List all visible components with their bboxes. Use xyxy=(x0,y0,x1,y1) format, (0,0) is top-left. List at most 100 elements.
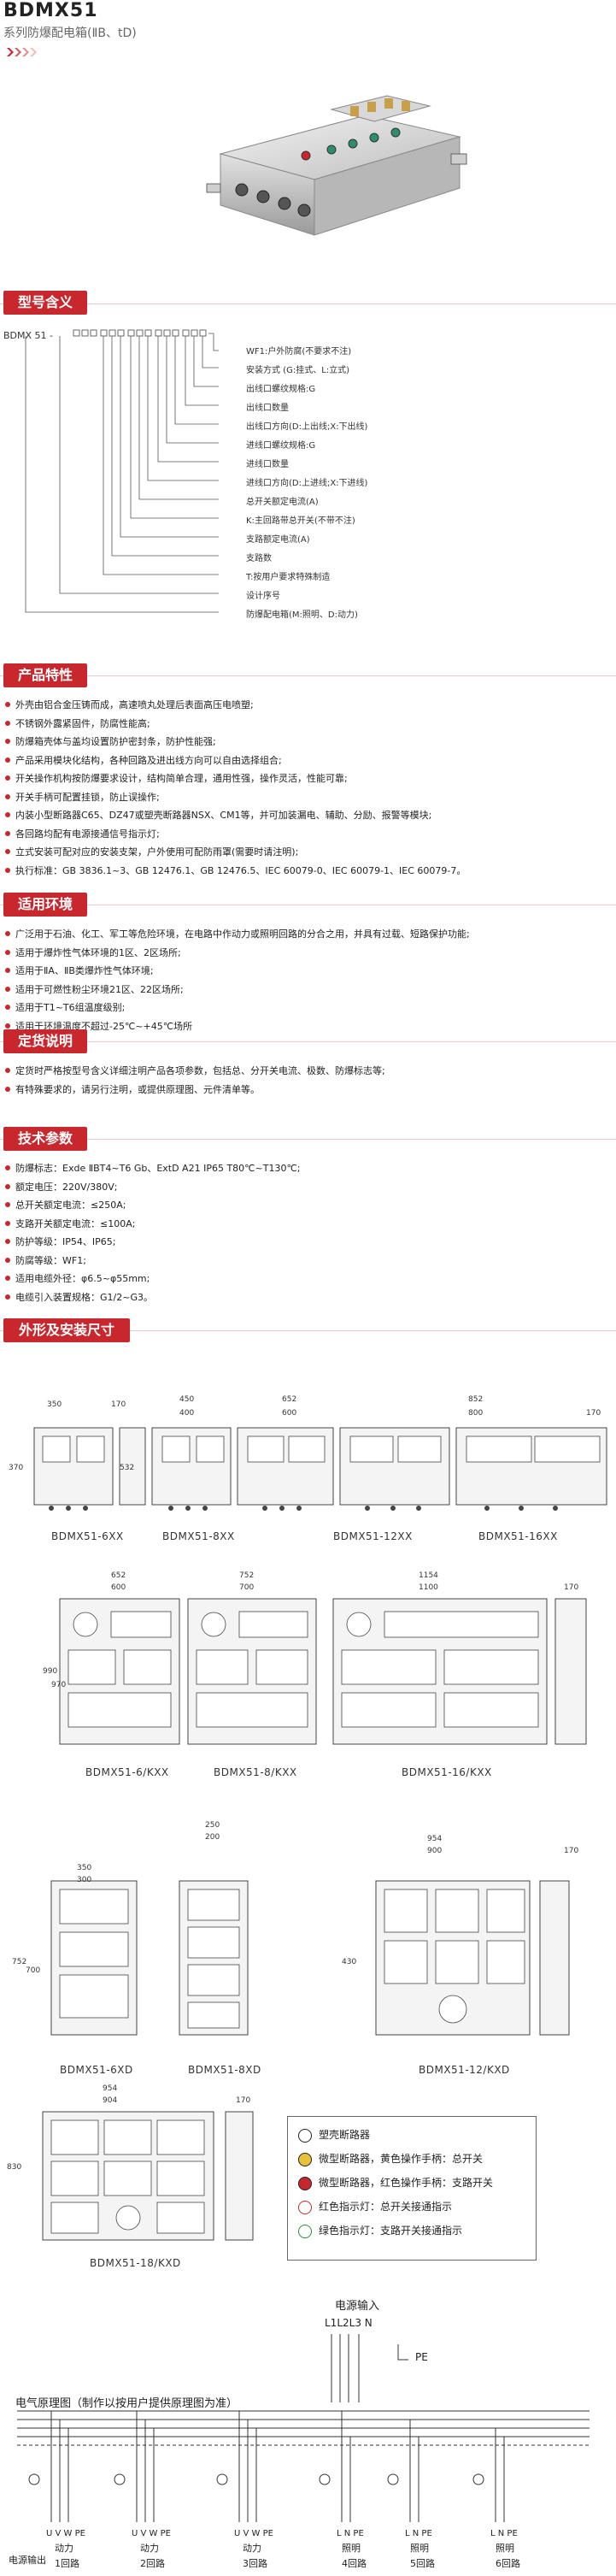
dim-label: 532 xyxy=(120,1464,135,1472)
list-item: 开关手柄可配置挂锁，防止误操作; xyxy=(5,788,466,807)
circuit-number: 4回路 xyxy=(342,2558,367,2569)
dim-label: 954 xyxy=(103,2084,118,2093)
list-item: 防爆箱壳体与盖均设置防护密封条，防护性能强; xyxy=(5,733,466,752)
drawing-caption: BDMX51-6XX xyxy=(51,1530,124,1542)
circuit-type: 动力 xyxy=(140,2543,159,2554)
dim-label: 600 xyxy=(111,1583,126,1592)
list-item: 总开关额定电流：≤250A; xyxy=(5,1196,301,1215)
section-divider xyxy=(0,675,616,676)
bullet-icon xyxy=(5,1165,10,1170)
bullet-icon xyxy=(5,1239,10,1244)
bullet-icon xyxy=(5,739,10,744)
specs-list: 防爆标志：Exde ⅡBT4~T6 Gb、ExtD A21 IP65 T80℃~… xyxy=(5,1159,301,1306)
dim-label: 830 xyxy=(7,2163,22,2172)
drawing-caption: BDMX51-12/KXD xyxy=(419,2064,510,2076)
dim-label: 990 xyxy=(43,1667,58,1676)
list-item: 适用于爆炸性气体环境的1区、2区场所; xyxy=(5,944,470,963)
list-item: 产品采用模块化结构，各种回路及进出线方向可以自由选择组合; xyxy=(5,752,466,770)
circuit-type: 照明 xyxy=(342,2543,361,2554)
dim-label: 400 xyxy=(179,1409,195,1418)
drawing-caption: BDMX51-8XX xyxy=(162,1530,235,1542)
section-dimensions: 外形及安装尺寸 xyxy=(3,1318,130,1342)
list-item: 支路开关额定电流：≤100A; xyxy=(5,1215,301,1234)
dimension-drawings-row3 xyxy=(50,1880,570,2036)
model-prefix: BDMX 51 - xyxy=(3,330,54,341)
dim-label: 700 xyxy=(239,1583,255,1592)
drawing-caption: BDMX51-6XD xyxy=(60,2064,133,2076)
dim-label: 904 xyxy=(103,2096,118,2105)
dim-label: 170 xyxy=(564,1583,579,1592)
bullet-icon xyxy=(5,775,10,781)
bullet-icon xyxy=(5,1023,10,1029)
dim-label: 970 xyxy=(51,1681,67,1689)
legend-item: 微型断路器，黄色操作手柄：总开关 xyxy=(298,2151,483,2166)
features-list: 外壳由铝合金压铸而成，高速喷丸处理后表面高压电喷塑; 不锈钢外露紧固件，防腐性能… xyxy=(5,696,466,880)
page-title: BDMX51 xyxy=(3,0,98,21)
dim-label: 700 xyxy=(26,1966,41,1975)
dim-label: 652 xyxy=(282,1395,297,1404)
code-label-11: 支路额定电流(A) xyxy=(246,535,310,545)
dim-label: 250 xyxy=(205,1821,220,1830)
dim-label: 752 xyxy=(239,1571,255,1580)
list-item: 开关操作机构按防爆要求设计，结构简单合理，通用性强，操作灵活，性能可靠; xyxy=(5,769,466,788)
circuit-type: 照明 xyxy=(410,2543,429,2554)
legend-box: 塑壳断路器 微型断路器，黄色操作手柄：总开关 微型断路器，红色操作手柄：支路开关… xyxy=(287,2116,537,2261)
section-ordering: 定货说明 xyxy=(3,1029,87,1053)
bullet-icon xyxy=(5,849,10,854)
code-label-2: 安装方式 (G:挂式、L:立式) xyxy=(246,366,350,375)
list-item: 适用于ⅡA、ⅡB类爆炸性气体环境; xyxy=(5,962,470,981)
product-image xyxy=(206,95,467,236)
code-label-4: 出线口数量 xyxy=(246,404,289,413)
dimension-drawings-row1 xyxy=(33,1427,607,1511)
dim-label: 370 xyxy=(9,1464,24,1472)
yellow-handle-icon xyxy=(298,2152,312,2166)
section-features: 产品特性 xyxy=(3,663,87,687)
red-indicator-icon xyxy=(298,2200,312,2214)
list-item: 防腐等级：WF1; xyxy=(5,1252,301,1270)
section-divider xyxy=(0,1330,616,1331)
dimension-drawing-row4 xyxy=(42,2111,254,2241)
bullet-icon xyxy=(5,793,10,799)
drawing-caption: BDMX51-18/KXD xyxy=(90,2257,181,2269)
environment-list: 广泛用于石油、化工、军工等危险环境，在电路中作动力或照明回路的分合之用，并具有过… xyxy=(5,925,470,1035)
bullet-icon xyxy=(5,812,10,817)
schematic-phases: L1L2L3 N xyxy=(325,2317,373,2329)
bullet-icon xyxy=(5,1183,10,1189)
circuit-terms: U V W PE xyxy=(234,2529,273,2538)
red-handle-icon xyxy=(298,2176,312,2190)
circuit-terms: L N PE xyxy=(490,2529,518,2538)
dim-label: 954 xyxy=(427,1835,443,1843)
circuit-type: 照明 xyxy=(496,2543,514,2554)
dim-label: 900 xyxy=(427,1847,443,1855)
dim-label: 170 xyxy=(236,2096,251,2105)
schematic-title: 电气原理图（制作以按用户提供原理图为准） xyxy=(15,2397,238,2410)
green-indicator-icon xyxy=(298,2224,312,2238)
dim-label: 300 xyxy=(77,1876,92,1884)
legend-item: 塑壳断路器 xyxy=(298,2127,370,2143)
chevron-decoration-icon xyxy=(7,48,37,56)
schematic-diagram xyxy=(17,2334,590,2522)
legend-item: 绿色指示灯：支路开关接通指示 xyxy=(298,2223,462,2238)
breaker-icon xyxy=(298,2128,312,2143)
code-label-10: K:主回路带总开关(不带不注) xyxy=(246,516,355,526)
circuit-number: 1回路 xyxy=(55,2558,79,2569)
circuit-terms: L N PE xyxy=(405,2529,432,2538)
list-item: 适用于T1~T6组温度级别; xyxy=(5,999,470,1017)
dim-label: 1100 xyxy=(419,1583,438,1592)
list-item: 适用于可燃性粉尘环境21区、22区场所; xyxy=(5,981,470,999)
dim-label: 752 xyxy=(12,1958,27,1966)
code-label-12: 支路数 xyxy=(246,554,272,563)
section-environment: 适用环境 xyxy=(3,893,87,917)
model-code-diagram xyxy=(25,329,219,613)
circuit-type: 动力 xyxy=(55,2543,73,2554)
section-divider xyxy=(0,1041,616,1042)
code-label-5: 出线口方向(D:上出线;X:下出线) xyxy=(246,422,368,432)
list-item: 不锈钢外露紧固件，防腐性能高; xyxy=(5,715,466,734)
bullet-icon xyxy=(5,949,10,955)
bullet-icon xyxy=(5,931,10,936)
schematic-output-label: 电源输出 xyxy=(9,2555,46,2566)
dim-label: 350 xyxy=(77,1864,92,1872)
bullet-icon xyxy=(5,1068,10,1073)
circuit-type: 动力 xyxy=(243,2543,261,2554)
schematic-pe-label: PE xyxy=(415,2351,428,2363)
